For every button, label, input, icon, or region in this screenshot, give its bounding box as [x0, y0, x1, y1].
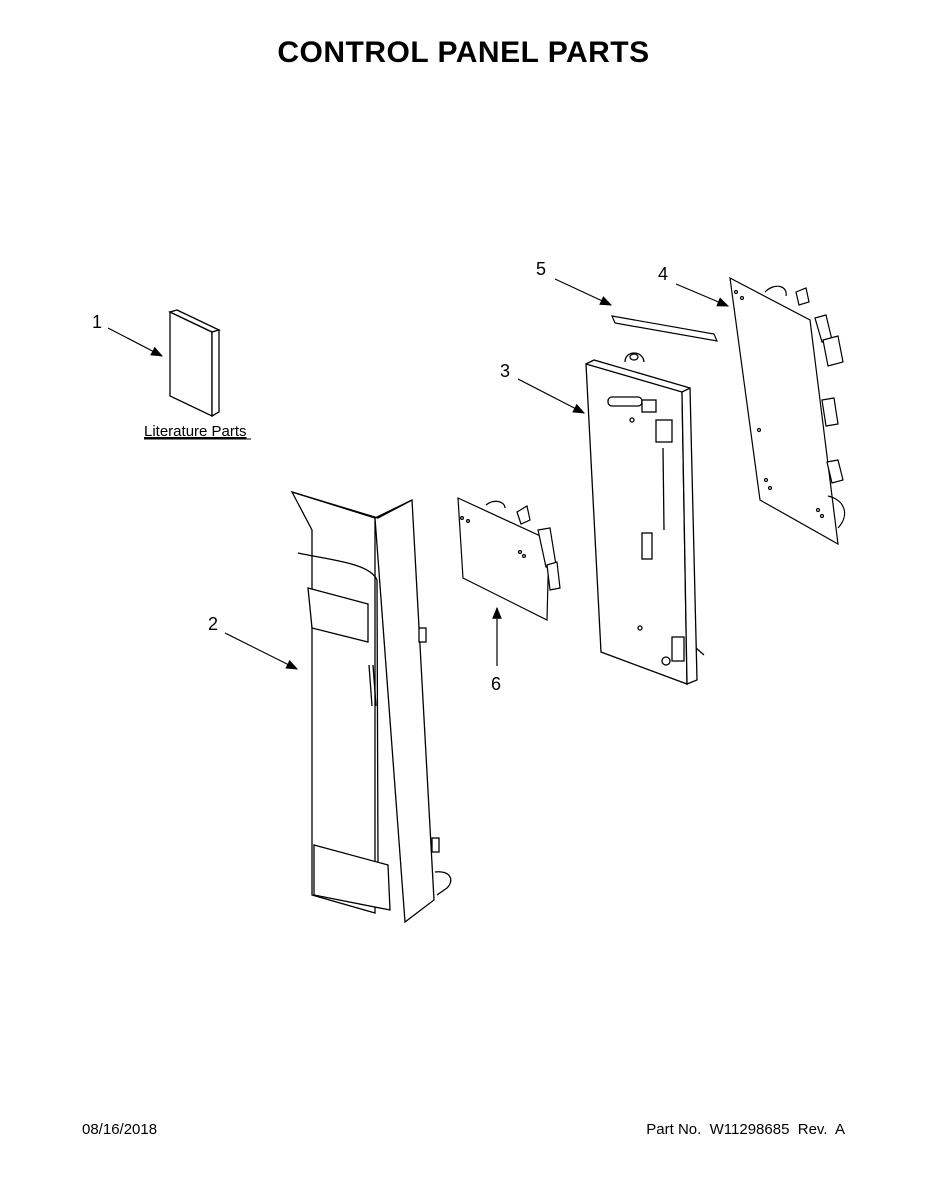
callout-2: 2: [208, 614, 218, 634]
callout-leader-2: [224, 632, 299, 670]
callout-5: 5: [536, 259, 546, 279]
callout-leader-3: [517, 378, 586, 414]
callout-1: 1: [92, 312, 102, 332]
callout-6: 6: [491, 674, 501, 694]
page-title: CONTROL PANEL PARTS: [277, 36, 650, 69]
literature-parts-label: Literature Parts: [144, 423, 247, 440]
callout-leader-5: [554, 278, 613, 306]
literature-booklet: [168, 309, 221, 418]
callout-leader-4: [675, 283, 730, 307]
main-control-board: [729, 276, 846, 546]
gasket-strip: [611, 315, 718, 342]
footer-date: 08/16/2018: [82, 1121, 158, 1138]
callout-leader-1: [107, 327, 164, 357]
callout-4: 4: [658, 264, 668, 284]
small-control-board: [457, 497, 561, 621]
control-panel-housing: [290, 490, 452, 924]
footer-part-number: Part No. W11298685 Rev. A: [646, 1121, 845, 1138]
mounting-bracket-plate: [585, 352, 705, 685]
callout-3: 3: [500, 361, 510, 381]
